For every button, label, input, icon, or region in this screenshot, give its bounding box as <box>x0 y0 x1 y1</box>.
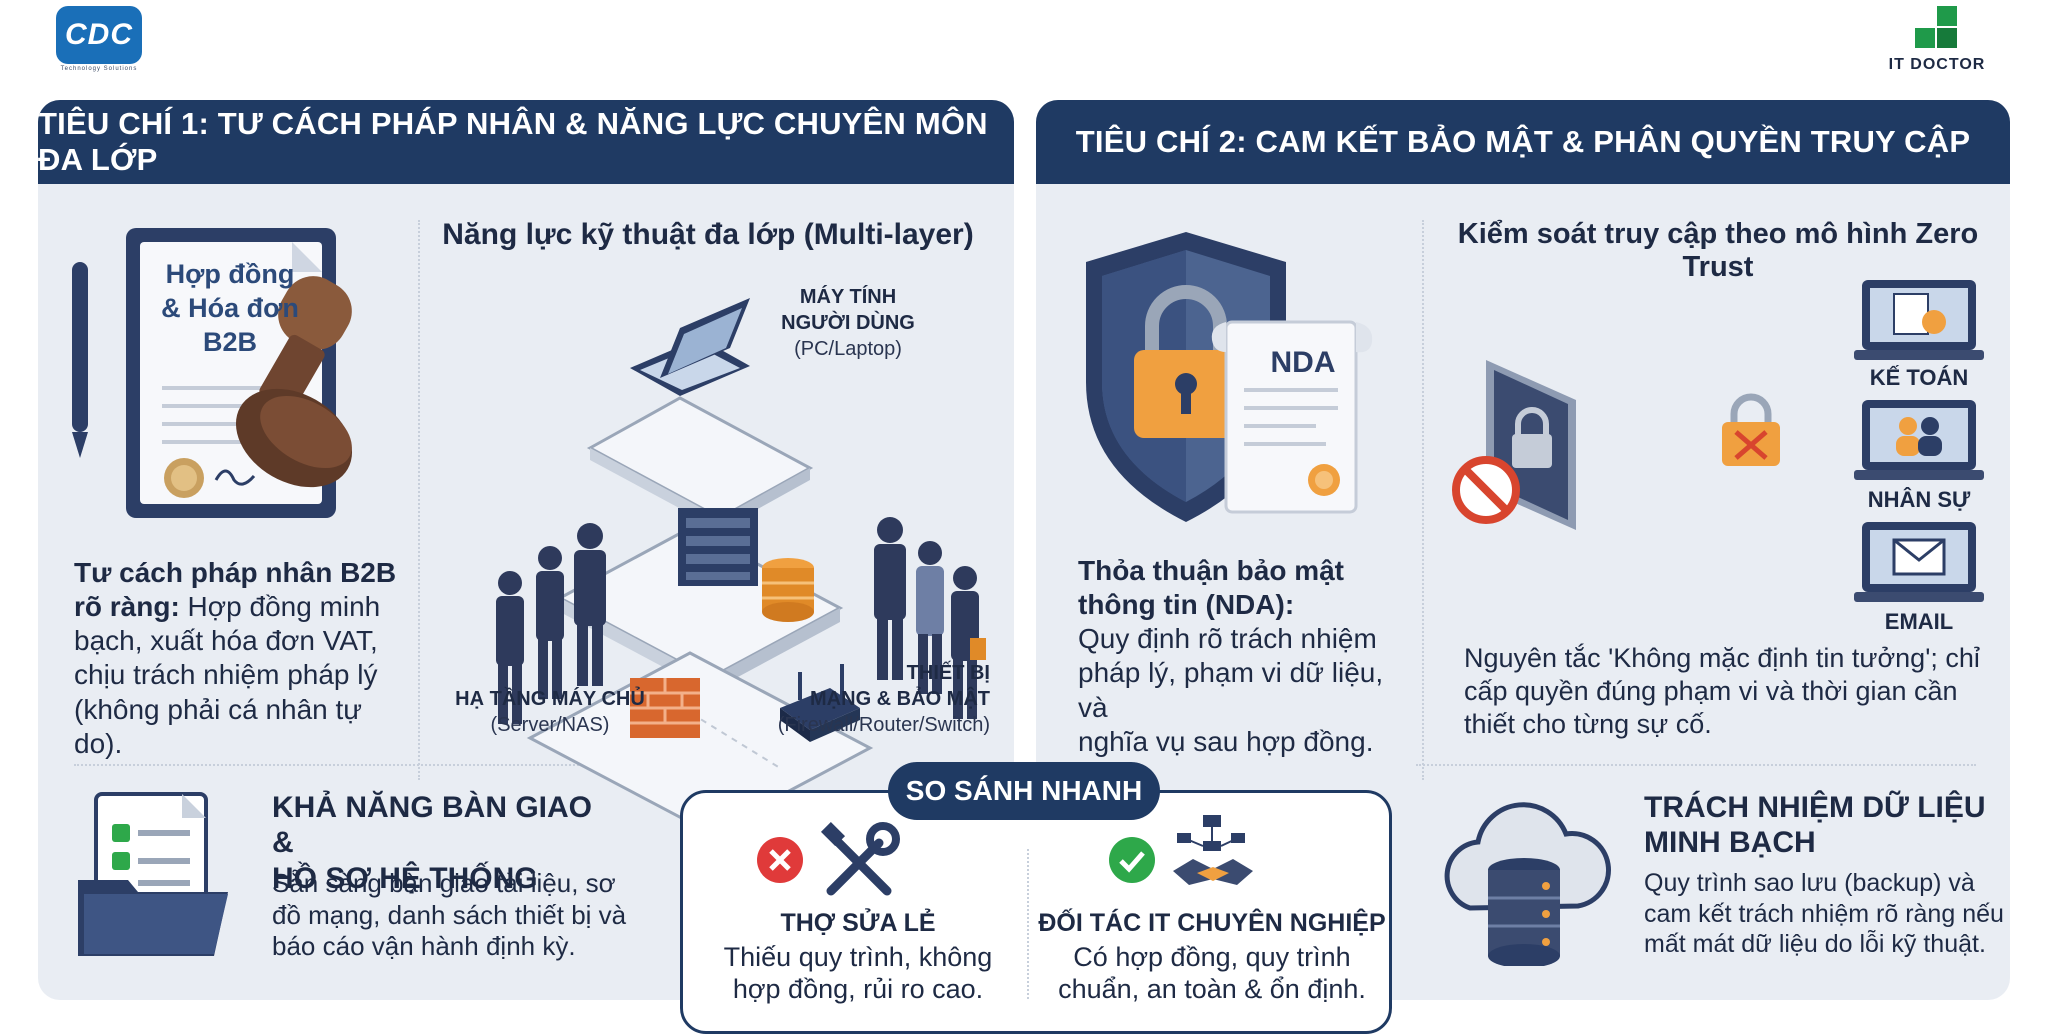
layer-network-title: THIẾT BỊ <box>906 662 990 684</box>
nda-doc-label: NDA <box>1270 346 1336 379</box>
data-responsibility-description: Quy trình sao lưu (backup) và cam kết tr… <box>1644 868 2006 960</box>
freelancer-text-line: Thiếu quy trình, không <box>723 942 993 972</box>
zero-trust-text-line: Nguyên tắc 'Không mặc định tin tưởng'; c… <box>1464 643 1980 673</box>
denied-lock-icon <box>1722 393 1780 466</box>
nda-text-line: Quy định rõ trách nhiệm <box>1078 623 1377 655</box>
handover-text-line: đồ mạng, danh sách thiết bị và <box>272 899 627 930</box>
divider <box>74 764 654 766</box>
data-title-line: TRÁCH NHIỆM DỮ LIỆU <box>1644 791 1986 824</box>
quick-compare-pill: SO SÁNH NHANH <box>888 762 1160 820</box>
accounting-icon <box>1854 280 1984 360</box>
role-accounting: KẾ TOÁN <box>1869 365 1969 390</box>
nda-title: thông tin (NDA): <box>1078 589 1295 621</box>
handover-text-line: báo cáo vận hành định kỳ. <box>272 931 576 962</box>
data-text-line: mất mát dữ liệu do lỗi kỹ thuật. <box>1644 930 1986 958</box>
layer-server-sub: (Server/NAS) <box>490 714 610 736</box>
data-text-line: Quy trình sao lưu (backup) và <box>1644 869 1975 897</box>
cdc-logo-badge: CDC <box>56 6 142 64</box>
data-title-line: MINH BẠCH <box>1644 826 1816 860</box>
zero-trust-description: Nguyên tắc 'Không mặc định tin tưởng'; c… <box>1464 642 2004 741</box>
cross-icon <box>757 837 803 883</box>
layer-server-title: HẠ TẦNG MÁY CHỦ <box>455 688 645 710</box>
layer-network-title: MẠNG & BẢO MẬT <box>810 688 990 710</box>
layer-network-sub: (Firewall/Router/Switch) <box>777 714 990 736</box>
criterion-2-header: TIÊU CHÍ 2: CAM KẾT BẢO MẬT & PHÂN QUYỀN… <box>1036 100 2010 184</box>
role-email: EMAIL <box>1884 609 1954 634</box>
criterion-2-panel: TIÊU CHÍ 2: CAM KẾT BẢO MẬT & PHÂN QUYỀN… <box>1036 100 2010 1000</box>
freelancer-description: Thiếu quy trình, không hợp đồng, rủi ro … <box>703 941 1013 1006</box>
layer-network-label: THIẾT BỊ MẠNG & BẢO MẬT (Firewall/Router… <box>754 660 990 738</box>
layer-pc-label: MÁY TÍNH NGƯỜI DÙNG (PC/Laptop) <box>778 284 918 362</box>
criterion-1-panel: TIÊU CHÍ 1: TƯ CÁCH PHÁP NHÂN & NĂNG LỰC… <box>38 100 1014 1000</box>
nda-description: Thỏa thuận bảo mật thông tin (NDA): Quy … <box>1078 554 1418 759</box>
hr-users-icon <box>1854 400 1984 480</box>
quick-compare-box: THỢ SỬA LẺ Thiếu quy trình, không hợp đồ… <box>680 790 1392 1034</box>
locked-device-icon <box>1452 360 1576 530</box>
multilayer-title: Năng lực kỹ thuật đa lớp (Multi-layer) <box>442 218 974 251</box>
freelancer-title: THỢ SỬA LẺ <box>780 909 936 937</box>
zero-trust-text-line: cấp quyền đúng phạm vi và thời gian cần <box>1464 675 1958 706</box>
divider <box>1416 764 1976 766</box>
nda-text-line: nghĩa vụ sau hợp đồng. <box>1078 725 1374 757</box>
email-icon <box>1854 522 1984 602</box>
divider <box>418 220 420 780</box>
handover-description: Sẵn sàng bàn giao tài liệu, sơ đồ mạng, … <box>272 868 632 963</box>
layer-pc-title: MÁY TÍNH <box>799 286 897 308</box>
contract-doc-label: Hợp đồng & Hóa đơn B2B <box>150 258 310 359</box>
it-doctor-mark-icon <box>1915 6 1959 50</box>
layer-pc-title: NGƯỜI DÙNG <box>781 312 915 334</box>
shield-lock-nda-icon <box>1086 232 1373 522</box>
cdc-logo: CDC Technology Solutions <box>56 6 142 72</box>
zero-trust-title: Kiểm soát truy cập theo mô hình Zero Tru… <box>1457 218 1979 283</box>
check-icon <box>1109 837 1155 883</box>
partner-text-line: chuẩn, an toàn & ổn định. <box>1058 974 1366 1005</box>
legal-entity-text: (không phải cá nhân tự do). <box>74 693 363 759</box>
handover-title-line: KHẢ NĂNG BÀN GIAO & <box>272 791 592 860</box>
doc-label-line: Hợp đồng <box>165 259 295 289</box>
document-folder-icon <box>78 792 228 956</box>
partner-description: Có hợp đồng, quy trình chuẩn, an toàn & … <box>1037 941 1387 1006</box>
zero-trust-text-line: thiết cho từng sự cố. <box>1464 708 1712 739</box>
it-doctor-name: IT DOCTOR <box>1888 56 1986 73</box>
cloud-database-icon <box>1444 802 1611 966</box>
doc-label-line: & Hóa đơn <box>161 292 299 323</box>
legal-entity-description: Tư cách pháp nhân B2B rõ ràng: Hợp đồng … <box>74 556 414 761</box>
it-doctor-logo: IT DOCTOR <box>1882 6 1992 74</box>
data-responsibility-title: TRÁCH NHIỆM DỮ LIỆU MINH BẠCH <box>1644 790 2004 861</box>
contract-stamp-icon <box>72 228 353 518</box>
freelancer-text-line: hợp đồng, rủi ro cao. <box>732 974 984 1005</box>
multilayer-stack-illustration <box>496 298 986 828</box>
partner-text-line: Có hợp đồng, quy trình <box>1073 942 1351 972</box>
handover-title-line: HỒ SƠ HỆ THỐNG <box>272 861 538 895</box>
legal-entity-title: rõ ràng: <box>74 591 180 623</box>
tools-icon <box>820 821 900 896</box>
role-hr: NHÂN SỰ <box>1867 487 1971 512</box>
layer-pc-sub: (PC/Laptop) <box>794 338 902 360</box>
partner-title: ĐỐI TÁC IT CHUYÊN NGHIỆP <box>1038 909 1386 937</box>
layer-server-label: HẠ TẦNG MÁY CHỦ (Server/NAS) <box>450 686 650 738</box>
handover-title: KHẢ NĂNG BÀN GIAO & HỒ SƠ HỆ THỐNG <box>272 790 612 896</box>
handshake-network-icon <box>1173 815 1253 885</box>
divider <box>1422 220 1424 780</box>
legal-entity-text: bạch, xuất hóa đơn VAT, <box>74 625 378 657</box>
divider <box>1027 849 1029 999</box>
legal-entity-text: Hợp đồng minh <box>179 591 381 623</box>
nda-text-line: pháp lý, phạm vi dữ liệu, và <box>1078 657 1384 723</box>
doc-label-line: B2B <box>202 326 257 357</box>
criterion-1-header: TIÊU CHÍ 1: TƯ CÁCH PHÁP NHÂN & NĂNG LỰC… <box>38 100 1014 184</box>
handover-text-line: Sẵn sàng bàn giao tài liệu, sơ <box>272 868 616 898</box>
legal-entity-text: chịu trách nhiệm pháp lý <box>74 659 378 691</box>
nda-title: Thỏa thuận bảo mật <box>1078 555 1344 586</box>
data-text-line: cam kết trách nhiệm rõ ràng nếu <box>1644 899 2004 928</box>
legal-entity-title: Tư cách pháp nhân B2B <box>74 557 397 588</box>
cdc-logo-tagline: Technology Solutions <box>60 66 138 72</box>
